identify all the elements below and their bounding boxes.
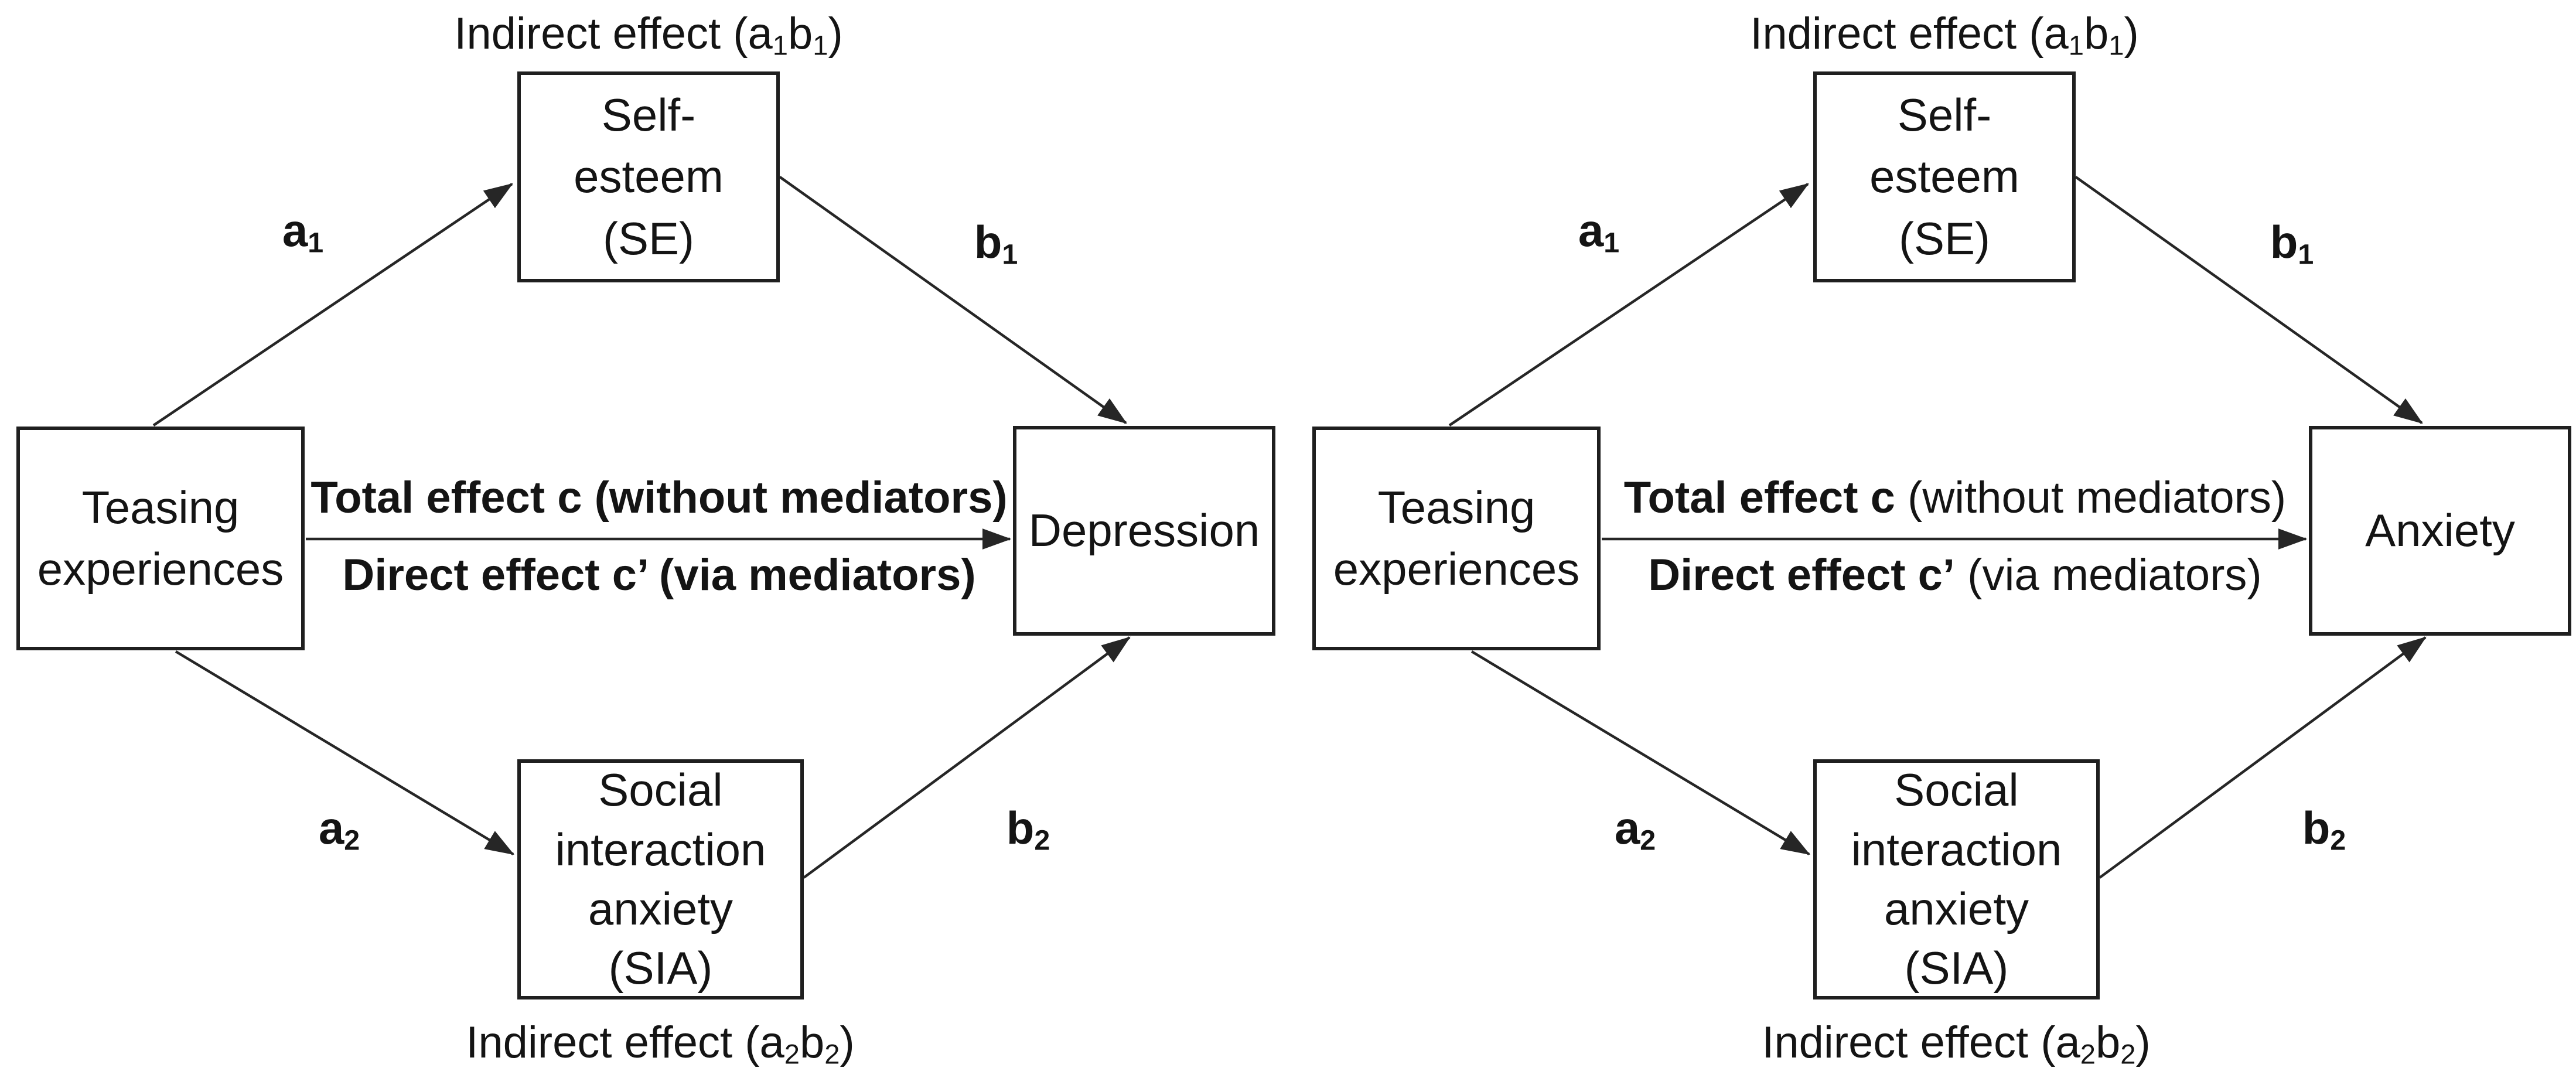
- node-label: Teasing experiences: [1333, 481, 1580, 595]
- node-label: Social interaction anxiety (SIA): [1851, 764, 2062, 994]
- node-label: Self- esteem (SE): [574, 89, 724, 264]
- label-bold-text: Total effect c: [1623, 473, 1895, 523]
- label-text: ): [2124, 9, 2139, 59]
- arrow-b2: [2099, 636, 2427, 879]
- path-label-b1: b1: [974, 216, 1018, 271]
- node-self-esteem: Self- esteem (SE): [1813, 71, 2076, 282]
- node-teasing-experiences: Teasing experiences: [1312, 427, 1601, 650]
- node-social-interaction-anxiety: Social interaction anxiety (SIA): [517, 759, 804, 999]
- total-effect-label: Total effect c (without mediators): [1624, 472, 2286, 523]
- subscript: 1: [308, 227, 324, 259]
- label-text: ): [840, 1018, 855, 1067]
- node-social-interaction-anxiety: Social interaction anxiety (SIA): [1813, 759, 2100, 999]
- subscript: 2: [2080, 1038, 2096, 1070]
- arrow-layer: [152, 176, 1131, 879]
- node-label: Anxiety: [2365, 504, 2515, 557]
- label-text: Indirect effect (a: [466, 1018, 784, 1067]
- arrow-a1: [1448, 183, 1809, 427]
- node-depression: Depression: [1013, 426, 1275, 636]
- label-text: ): [2135, 1018, 2151, 1067]
- subscript: 2: [344, 824, 360, 857]
- indirect-effect-bottom-label: Indirect effect (a2b2): [466, 1017, 855, 1070]
- indirect-effect-top-label: Indirect effect (a1b1): [1750, 8, 2139, 61]
- path-label-a1: a1: [282, 204, 324, 259]
- label-text: b: [2095, 1018, 2121, 1067]
- arrow-b1: [779, 176, 1127, 424]
- subscript: 2: [824, 1038, 840, 1070]
- label-bold-text: Total effect c (without mediators): [311, 473, 1008, 523]
- direct-effect-label: Direct effect c’ (via mediators): [1648, 550, 2261, 601]
- label-text: Indirect effect (a: [454, 9, 773, 59]
- label-text: b: [787, 9, 813, 59]
- arrow-b2: [803, 636, 1131, 879]
- arrow-a2: [1470, 650, 1810, 855]
- label-text: Indirect effect (a: [1762, 1018, 2080, 1067]
- subscript: 2: [1640, 824, 1656, 857]
- subscript: 1: [772, 29, 788, 61]
- label-bold-text: Direct effect c’: [1648, 550, 1956, 600]
- subscript: 1: [1002, 238, 1018, 271]
- indirect-effect-top-label: Indirect effect (a1b1): [454, 8, 843, 61]
- path-label-a2: a2: [318, 802, 360, 857]
- subscript: 2: [784, 1038, 800, 1070]
- label-text: (via mediators): [1955, 550, 2262, 600]
- total-effect-label: Total effect c (without mediators): [311, 472, 1007, 523]
- label-text: Indirect effect (a: [1750, 9, 2069, 59]
- path-label-a1: a1: [1578, 204, 1620, 259]
- node-label: Self- esteem (SE): [1869, 89, 2019, 264]
- label-bold-text: Direct effect c’ (via mediators): [342, 550, 976, 600]
- path-label-b1: b1: [2270, 216, 2314, 271]
- label-text: b: [799, 1018, 825, 1067]
- node-label: Teasing experiences: [37, 481, 284, 595]
- label-text: (without mediators): [1895, 473, 2287, 523]
- node-label: Depression: [1028, 504, 1260, 557]
- arrow-a2: [175, 650, 514, 855]
- node-anxiety: Anxiety: [2309, 426, 2571, 636]
- label-text: ): [828, 9, 843, 59]
- mediation-diagram-depression: Indirect effect (a1b1) Self- esteem (SE)…: [0, 0, 1280, 1078]
- arrow-b1: [2075, 176, 2423, 424]
- arrow-a1: [152, 183, 513, 427]
- direct-effect-label: Direct effect c’ (via mediators): [342, 550, 975, 601]
- indirect-effect-bottom-label: Indirect effect (a2b2): [1762, 1017, 2151, 1070]
- node-label: Social interaction anxiety (SIA): [555, 764, 766, 994]
- subscript: 2: [2120, 1038, 2136, 1070]
- subscript: 2: [1034, 824, 1050, 857]
- subscript: 1: [813, 29, 828, 61]
- node-self-esteem: Self- esteem (SE): [517, 71, 780, 282]
- subscript: 1: [1603, 227, 1620, 259]
- node-teasing-experiences: Teasing experiences: [16, 427, 305, 650]
- mediation-diagram-anxiety: Indirect effect (a1b1) Self- esteem (SE)…: [1296, 0, 2576, 1078]
- path-label-b2: b2: [1006, 802, 1050, 857]
- path-label-a2: a2: [1614, 802, 1656, 857]
- subscript: 1: [2298, 238, 2314, 271]
- path-label-b2: b2: [2302, 802, 2346, 857]
- subscript: 2: [2330, 824, 2346, 857]
- arrow-layer: [1448, 176, 2427, 879]
- label-text: b: [2083, 9, 2109, 59]
- subscript: 1: [2108, 29, 2124, 61]
- subscript: 1: [2068, 29, 2084, 61]
